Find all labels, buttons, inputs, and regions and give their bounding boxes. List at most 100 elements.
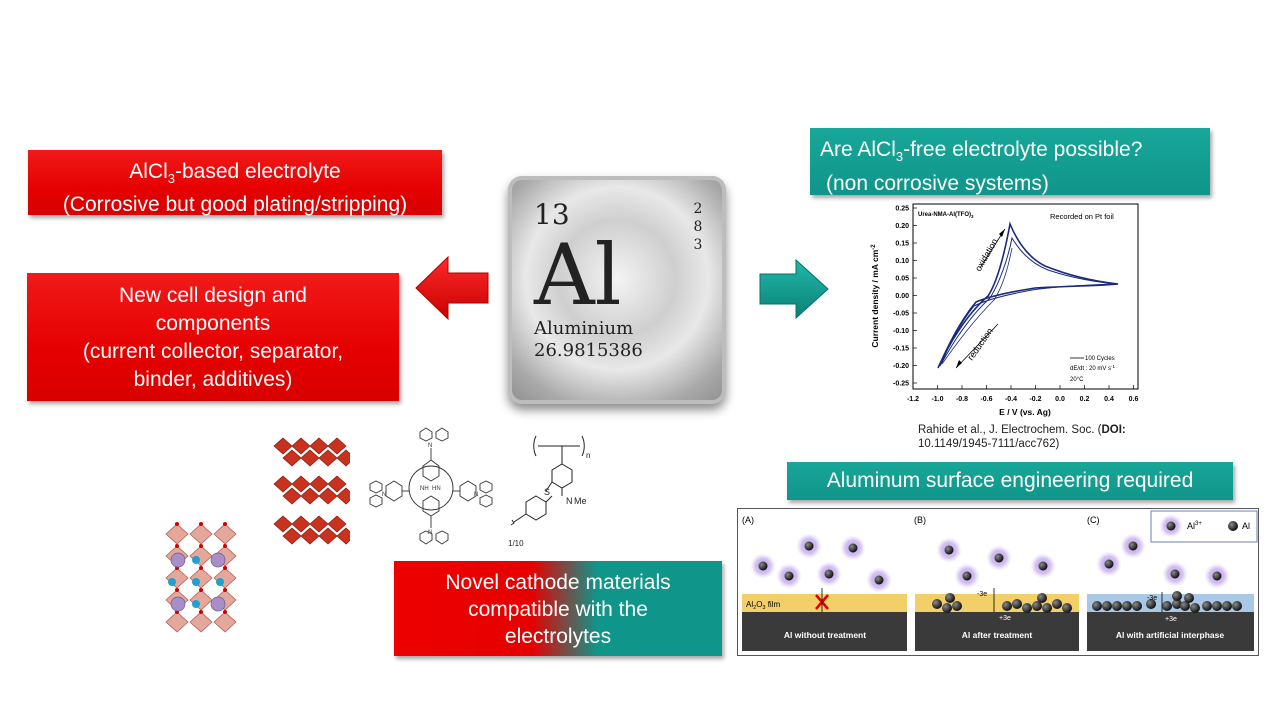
al3-ion-core: [944, 545, 954, 555]
al3-ion-core: [758, 561, 768, 571]
alcl3-free-box: Are AlCl3-free electrolyte possible? (no…: [810, 128, 1210, 195]
small-ion: [168, 578, 176, 586]
oxygen-atom: [223, 610, 227, 614]
octahedron: [300, 449, 320, 467]
right-arrow-icon: [759, 258, 829, 320]
octahedron: [165, 611, 189, 633]
octahedron: [213, 611, 237, 633]
octahedron: [291, 475, 311, 493]
rate-legend: dE/dt : 20 mV s-1: [1070, 364, 1116, 372]
phenothiazine-s: S: [544, 487, 550, 497]
plus-3e-b: +3e: [999, 615, 1011, 622]
panel-b-substrate: [915, 612, 1079, 651]
oxygen-atom: [199, 588, 203, 592]
octahedron: [282, 527, 302, 545]
al-deposit: [1112, 601, 1122, 611]
cv-x-tick-label: 0.0: [1055, 396, 1065, 403]
cv-y-tick-label: -0.10: [893, 328, 909, 335]
cv-y-tick-label: -0.20: [893, 363, 909, 370]
cv-y-tick-label: 0.05: [895, 276, 909, 283]
cathode-materials-box: Novel cathode materials compatible with …: [394, 561, 722, 656]
octahedron: [165, 523, 189, 545]
cv-plot: 0.250.200.150.100.050.00-0.05-0.10-0.15-…: [870, 203, 1139, 417]
metal-legend-icon: [1228, 521, 1238, 531]
cv-y-tick-label: -0.25: [893, 381, 909, 388]
citation: Rahide et al., J. Electrochem. Soc. (DOI…: [918, 424, 1126, 450]
cell-design-line2: components: [155, 312, 271, 335]
atomic-number: 13: [534, 198, 570, 231]
cv-y-ticks: 0.250.200.150.100.050.00-0.05-0.10-0.15-…: [893, 206, 917, 388]
phenothiazine-n: N: [566, 496, 573, 506]
small-ion: [216, 578, 224, 586]
surface-engineering-text: Aluminum surface engineering required: [826, 469, 1194, 492]
oxygen-atom: [175, 588, 179, 592]
al-deposit: [1146, 599, 1156, 609]
panel-c-label: (C): [1087, 515, 1100, 525]
ion-legend-label: Al3+: [1187, 521, 1202, 531]
cv-x-tick-label: -1.0: [931, 396, 943, 403]
al-deposit: [1190, 603, 1200, 613]
cv-x-tick-label: 0.4: [1104, 396, 1114, 403]
atomic-mass: 26.9815386: [534, 340, 643, 361]
phenothiazine-polymer-icon: n S N Me 1/10: [508, 435, 590, 548]
al-deposit: [1122, 601, 1132, 611]
octahedron: [282, 487, 302, 505]
octahedron: [189, 567, 213, 589]
oxygen-atom: [175, 522, 179, 526]
cv-x-tick-label: -1.2: [907, 396, 919, 403]
amine-n-top: N: [428, 443, 432, 449]
cation-site: [170, 596, 186, 612]
al-deposit: [1202, 601, 1212, 611]
reduction-arrow-line: [955, 323, 999, 369]
al3-ion-core: [994, 553, 1004, 563]
al3-ion-core: [874, 575, 884, 585]
cv-x-tick-label: -0.8: [956, 396, 968, 403]
octahedron: [165, 567, 189, 589]
al3-ion-core: [962, 571, 972, 581]
cv-plot-frame: [912, 203, 1139, 390]
al-deposit: [1092, 601, 1102, 611]
al-deposit: [1132, 601, 1142, 611]
al3-ions: [750, 533, 1230, 593]
minus-3e-b: -3e: [977, 591, 987, 598]
element-name: Aluminium: [534, 318, 634, 339]
film-label: Al2O3 film: [746, 600, 780, 611]
octahedron: [336, 527, 350, 545]
al-deposit: [1022, 603, 1032, 613]
cathode-line1: Novel cathode materials: [445, 571, 671, 594]
cv-x-tick-label: 0.6: [1129, 396, 1139, 403]
panel-a-substrate: [742, 612, 907, 651]
polymer-sub-n: n: [586, 451, 590, 460]
octahedron: [309, 475, 329, 493]
panel-a-label: (A): [742, 515, 754, 525]
al3-ion-core: [1212, 571, 1222, 581]
porphyrin-molecule-icon: NH HN N N N N: [369, 427, 493, 545]
minus-3e-c: -3e: [1147, 595, 1157, 602]
al-deposits: [932, 591, 1242, 613]
octahedron: [273, 475, 293, 493]
oxygen-atom: [223, 544, 227, 548]
amine-n-right: N: [474, 492, 478, 498]
cell-design-line1: New cell design and: [119, 284, 307, 307]
metal-legend-label: Al: [1242, 521, 1250, 531]
oxidation-arrowhead: [999, 229, 1005, 237]
al-deposit: [1172, 591, 1182, 601]
octahedron: [213, 523, 237, 545]
al-deposit: [1037, 593, 1047, 603]
cathode-line3: electrolytes: [504, 625, 612, 648]
plus-3e-c: +3e: [1165, 616, 1177, 623]
panel-c-substrate: [1087, 612, 1254, 651]
amine-n-left: N: [382, 492, 386, 498]
cv-y-tick-label: 0.15: [895, 241, 909, 248]
octahedron: [327, 475, 347, 493]
al-deposit: [1062, 603, 1072, 613]
al-deposit: [942, 603, 952, 613]
cv-y-tick-label: 0.25: [895, 206, 909, 213]
cation-site: [210, 552, 226, 568]
octahedron: [189, 545, 213, 567]
al-deposit: [1162, 601, 1172, 611]
cation-site: [210, 596, 226, 612]
al-deposit: [1032, 601, 1042, 611]
alcl3-free-title: Are AlCl3-free electrolyte possible?: [820, 138, 1143, 165]
